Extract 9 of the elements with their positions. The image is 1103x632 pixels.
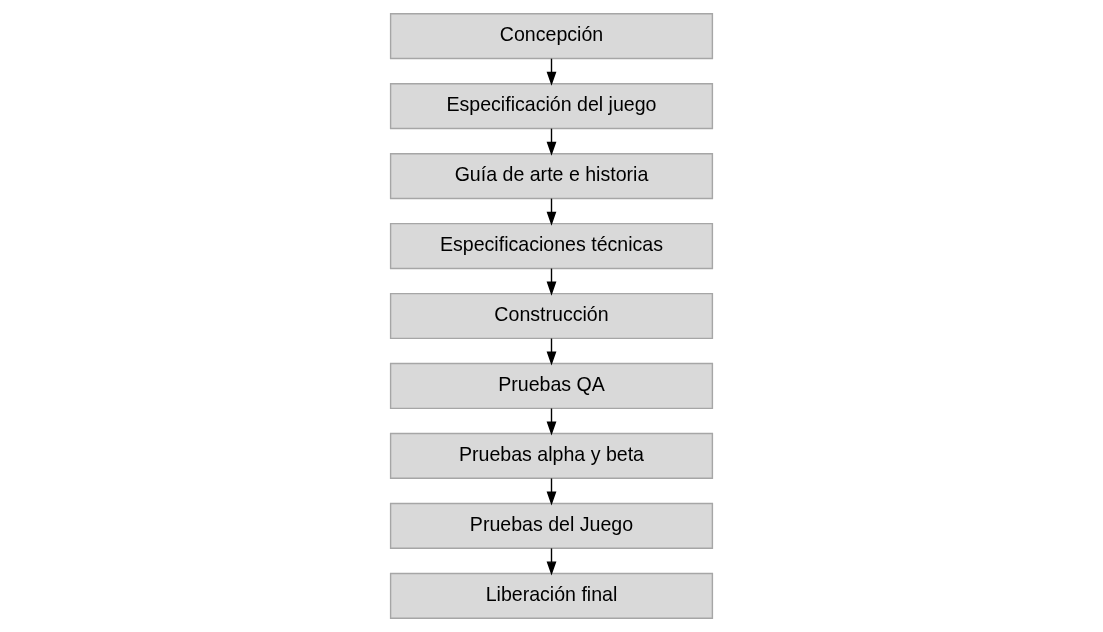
node-box: Pruebas del Juego: [389, 502, 714, 549]
node-box: Especificación del juego: [389, 83, 714, 130]
node-box: Concepción: [389, 13, 714, 60]
node-box: Pruebas QA: [389, 362, 714, 410]
node-box: Especificaciones técnicas: [389, 222, 714, 270]
node-box: Pruebas alpha y beta: [389, 432, 714, 479]
node-box: Construcción: [389, 292, 714, 340]
node-box: Guía de arte e historia: [389, 153, 714, 200]
node-box: Liberación final: [389, 572, 714, 619]
